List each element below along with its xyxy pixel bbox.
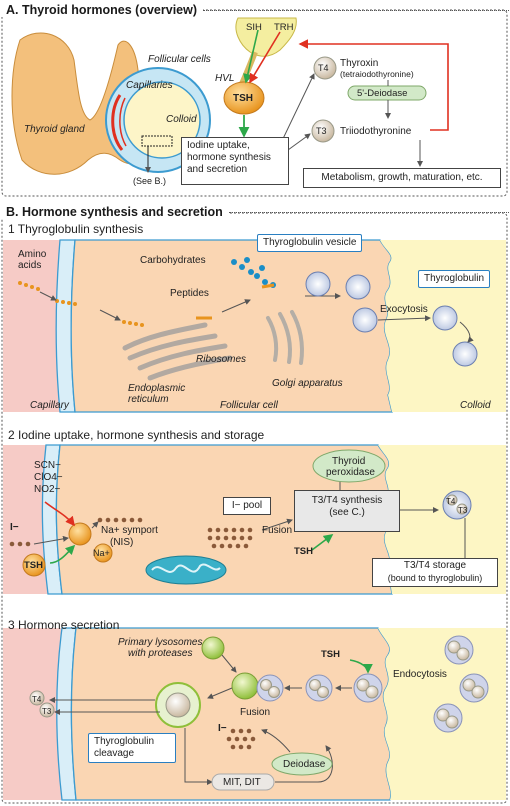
iodide-label-3: I− <box>218 723 227 734</box>
iodine-line-1: Iodine uptake, <box>187 140 250 151</box>
colloid-label-a: Colloid <box>166 114 197 125</box>
iodine-line-2: hormone synthesis <box>187 152 271 163</box>
iodide-label: I− <box>10 522 19 533</box>
section2-title: 2 Iodine uptake, hormone synthesis and s… <box>8 428 265 442</box>
peptides-label: Peptides <box>170 288 209 299</box>
iodide-pool-dots <box>207 527 253 549</box>
tsh-label-b4: TSH <box>321 649 340 660</box>
capillaries-label: Capillaries <box>126 80 173 91</box>
amino-acids-label-1: Amino <box>18 249 47 260</box>
thyroglobulin-cleavage-callout: Thyroglobulin cleavage <box>88 733 176 763</box>
lysosomes-label-2: with proteases <box>128 648 193 659</box>
symport-label-1: Na+ symport <box>101 525 158 536</box>
endocytosis-label: Endocytosis <box>393 669 447 680</box>
panel-a-header: A. Thyroid hormones (overview) <box>0 2 509 18</box>
lysosomes-label-1: Primary lysosomes <box>118 637 203 648</box>
thyroxin-label: Thyroxin <box>340 58 379 69</box>
panel-b-title: B. Hormone synthesis and secretion <box>0 205 229 219</box>
iodide-pool-box: I− pool <box>223 497 271 515</box>
no2-label: NO2− <box>34 484 61 495</box>
thyroxin-sub-label: (tetraiodothyronine) <box>340 69 414 79</box>
symport-label-2: (NIS) <box>110 537 134 548</box>
er-label-2: reticulum <box>128 394 169 405</box>
mit-dit-label: MIT, DIT <box>223 777 261 788</box>
iodine-line-3: and secretion <box>187 164 248 175</box>
synthesis-box: T3/T4 synthesis (see C.) <box>294 490 400 532</box>
trh-label: TRH <box>274 22 294 33</box>
synthesis-line-2: (see C.) <box>329 507 365 518</box>
panel-b-header: B. Hormone synthesis and secretion <box>0 204 509 220</box>
synthesis-line-1: T3/T4 synthesis <box>311 495 383 506</box>
clo4-label: ClO4− <box>34 472 63 483</box>
scn-label: SCN− <box>34 460 61 471</box>
t3-label-b2: T3 <box>458 506 468 515</box>
tsh-label-b2: TSH <box>24 560 43 571</box>
follicular-cells-label: Follicular cells <box>148 54 211 65</box>
thyroid-gland-label: Thyroid gland <box>24 124 85 135</box>
panel-a-title: A. Thyroid hormones (overview) <box>0 3 204 17</box>
er-label-1: Endoplasmic <box>128 383 186 394</box>
peroxidase-label-2: peroxidase <box>326 467 375 478</box>
sih-label: SIH <box>246 22 262 33</box>
capillary-label: Capillary <box>30 400 69 411</box>
na-label: Na+ <box>93 548 110 558</box>
header-rule <box>228 211 509 213</box>
t3-label-a: T3 <box>316 126 327 136</box>
fusion-label-2: Fusion <box>262 525 293 536</box>
cleavage-line-2: cleavage <box>94 748 135 759</box>
deiodase-label-a: 5'-Deiodase <box>357 88 408 99</box>
vesicles-1 <box>305 271 478 367</box>
tsh-label-b3: TSH <box>294 546 313 557</box>
t4-label-b3: T4 <box>32 695 42 704</box>
exocytosis-label: Exocytosis <box>380 304 428 315</box>
section3-title: 3 Hormone secretion <box>8 618 120 632</box>
storage-box: T3/T4 storage (bound to thyroglobulin) <box>372 558 498 587</box>
golgi-label: Golgi apparatus <box>272 378 343 389</box>
tsh-label-a: TSH <box>233 93 253 104</box>
thyroglobulin-callout: Thyroglobulin <box>418 270 491 288</box>
cleavage-line-1: Thyroglobulin <box>94 736 155 747</box>
section3-bg <box>3 606 506 801</box>
metabolism-box: Metabolism, growth, maturation, etc. <box>303 168 501 188</box>
triiodothyronine-label: Triiodothyronine <box>340 126 412 137</box>
t4-label-b2: T4 <box>446 497 456 506</box>
deiodase-label-b: Deiodase <box>283 759 326 770</box>
thyroglobulin-vesicle-callout: Thyroglobulin vesicle <box>257 234 363 252</box>
iodine-uptake-box: Iodine uptake, hormone synthesis and sec… <box>181 137 289 185</box>
section1-bg <box>3 222 506 414</box>
carbohydrates-label: Carbohydrates <box>140 255 206 266</box>
storage-line-1: T3/T4 storage <box>403 560 467 571</box>
storage-line-2: (bound to thyroglobulin) <box>387 573 483 583</box>
hvl-label: HVL <box>215 73 235 84</box>
peroxidase-label-1: Thyroid <box>332 456 366 467</box>
follicular-cell-label: Follicular cell <box>220 400 278 411</box>
fusion-label-3: Fusion <box>240 707 271 718</box>
header-rule <box>203 9 509 11</box>
amino-acids-label-2: acids <box>18 260 42 271</box>
section1-title: 1 Thyroglobulin synthesis <box>8 222 144 236</box>
colloid-label-b: Colloid <box>460 400 491 411</box>
ribosomes-label: Ribosomes <box>196 354 247 365</box>
see-b-label: (See B.) <box>133 176 167 186</box>
t3-label-b3: T3 <box>42 707 52 716</box>
t4-label-a: T4 <box>318 63 329 73</box>
